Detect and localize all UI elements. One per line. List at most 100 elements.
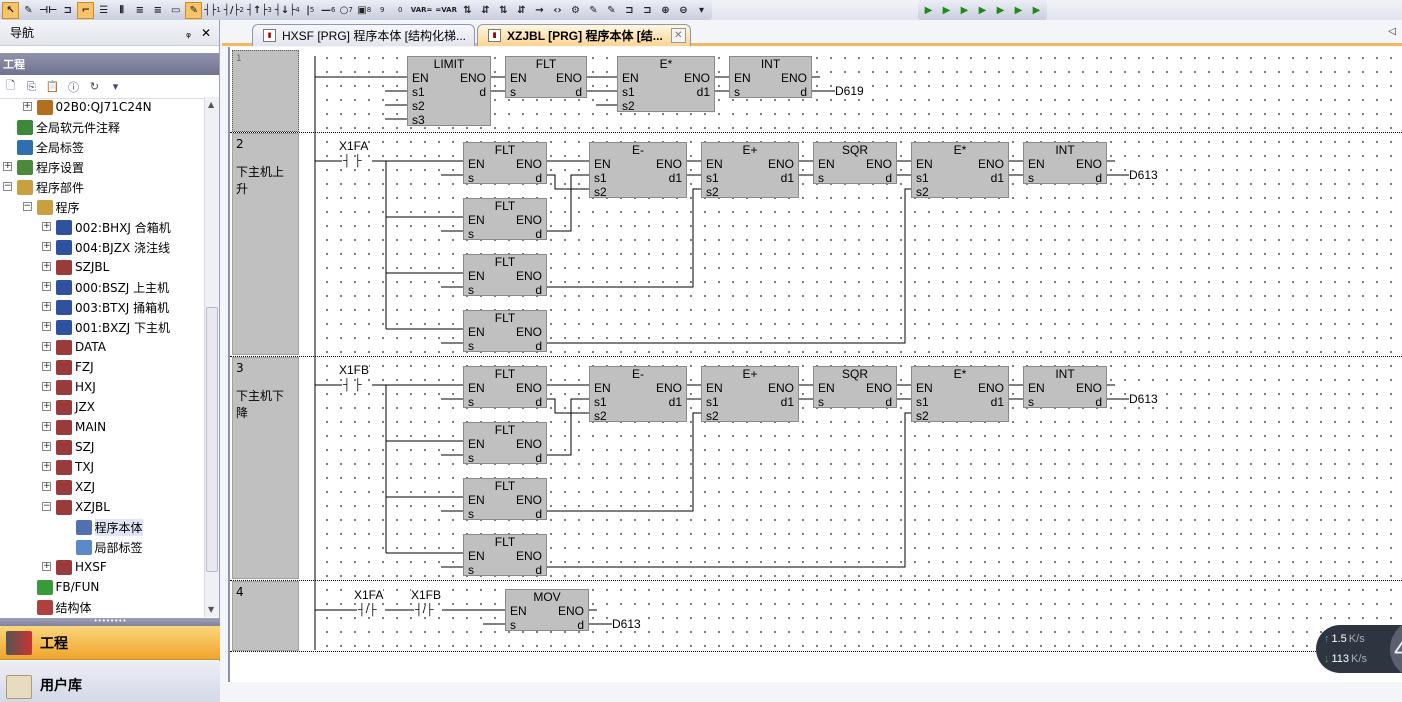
ladder-symbol-9-icon[interactable]: 9 <box>374 2 391 19</box>
tree-item[interactable]: FB/FUN <box>36 577 99 597</box>
paste-icon[interactable]: 📋 <box>45 80 60 93</box>
pulse-icon[interactable]: ▶ <box>960 4 969 16</box>
expand-icon[interactable]: + <box>42 301 51 311</box>
expand-icon[interactable]: + <box>42 481 51 491</box>
wave-icon[interactable]: ▶ <box>1014 4 1023 16</box>
ladder-symbol-2-icon[interactable]: ┤/├2 <box>223 2 245 19</box>
tree-item[interactable]: +SZJ <box>42 437 94 457</box>
probe-icon[interactable]: ▶ <box>978 4 987 16</box>
var-icon[interactable]: VAR= <box>410 6 433 14</box>
write-icon[interactable]: ✎ <box>24 4 33 16</box>
tab-scroll-left-icon[interactable]: ◁ <box>1388 26 1396 37</box>
collapse-icon[interactable]: − <box>3 181 12 191</box>
nc-contact[interactable]: ┤/├ <box>358 604 377 616</box>
ladder-symbol-5-icon[interactable]: |5 <box>302 2 319 19</box>
expand-icon[interactable]: + <box>42 461 51 471</box>
tree-item[interactable]: +001:BXZJ 下主机 <box>42 317 170 337</box>
wave2-icon[interactable]: ▶ <box>1032 4 1041 16</box>
tree-item[interactable]: +HXJ <box>42 377 96 397</box>
edit2-icon[interactable]: ✎ <box>607 4 616 16</box>
tree-item[interactable]: +FZJ <box>42 357 94 377</box>
tree-item[interactable]: +000:BSZJ 上主机 <box>42 277 169 297</box>
expand-icon[interactable]: + <box>42 281 51 291</box>
sampling-icon[interactable]: ▶ <box>942 4 951 16</box>
close-tab-icon[interactable]: ✕ <box>670 28 686 43</box>
tree-item[interactable]: 程序本体 <box>75 517 143 537</box>
tree-item[interactable]: +SZJBL <box>42 257 109 277</box>
ladder-symbol-1-icon[interactable]: ┤├1 <box>203 2 222 19</box>
parallel-icon[interactable]: ⫴ <box>119 4 124 16</box>
tree-item[interactable]: +DATA <box>42 337 106 357</box>
tree-item[interactable]: 局部标签 <box>75 537 143 557</box>
expand-icon[interactable]: + <box>42 381 51 391</box>
inv-icon[interactable]: ‹› <box>553 4 562 16</box>
edit-icon[interactable]: ✎ <box>589 4 598 16</box>
rise-inv-icon[interactable]: ⇅ <box>499 4 508 16</box>
tree-item[interactable]: +002:BHXJ 合箱机 <box>42 217 171 237</box>
tree-item[interactable]: +MAIN <box>42 417 106 437</box>
tree-item[interactable]: 全局软元件注释 <box>17 117 120 137</box>
pin-icon[interactable]: ᵩ <box>185 25 191 40</box>
expand-icon[interactable]: + <box>42 361 51 371</box>
zoom-out-icon[interactable]: ⊖ <box>679 4 688 16</box>
options-dropdown-icon[interactable]: ▾ <box>112 80 119 93</box>
copy-icon[interactable]: ⎘ <box>27 79 36 93</box>
wire2-icon[interactable]: ⊐ <box>643 4 652 16</box>
output-d613[interactable]: D613 <box>1129 392 1158 406</box>
tree-item[interactable]: −程序 <box>22 197 80 217</box>
toolbar-dropdown-icon[interactable]: ▾ <box>698 4 705 16</box>
arrow-icon[interactable]: → <box>535 4 544 16</box>
nc-contact[interactable]: ┤/├ <box>415 604 434 616</box>
rung-header-1[interactable]: 1 <box>232 50 299 132</box>
tree-item[interactable]: 全局标签 <box>17 137 84 157</box>
close-icon[interactable]: ✕ <box>200 25 211 40</box>
fb-icon[interactable]: ☰ <box>99 4 109 16</box>
tree-item[interactable]: +02B0:QJ71C24N <box>22 97 152 117</box>
expand-icon[interactable]: + <box>42 441 51 451</box>
wire-icon[interactable]: ⊐ <box>625 4 634 16</box>
ladder-symbol-8-icon[interactable]: ▣8 <box>356 2 373 19</box>
tree-item[interactable]: +TXJ <box>42 457 94 477</box>
expand-icon[interactable]: + <box>42 341 51 351</box>
tree-item[interactable]: +HXSF <box>42 557 107 577</box>
tree-item[interactable]: −程序部件 <box>3 177 84 197</box>
ladder-symbol-6-icon[interactable]: —6 <box>320 2 337 19</box>
tree-scrollbar[interactable]: ▲▼ <box>204 97 219 617</box>
rung-header-4[interactable]: 4 <box>232 581 299 651</box>
fall-inv-icon[interactable]: ⇵ <box>517 4 526 16</box>
tree-item[interactable]: +004:BJZX 浇注线 <box>42 237 170 257</box>
fall-icon[interactable]: ⇵ <box>481 4 490 16</box>
delete-row-icon[interactable]: ≡ <box>153 4 162 16</box>
no-contact[interactable]: ┤ ├ <box>343 155 362 167</box>
tree-item[interactable]: +003:BTXJ 捅箱机 <box>42 297 169 317</box>
panel-splitter[interactable]: •••••••• <box>0 618 220 626</box>
line-icon[interactable]: ⌐ <box>77 1 95 19</box>
expand-icon[interactable]: + <box>42 241 51 251</box>
ladder-symbol-0-icon[interactable]: 0 <box>392 2 409 19</box>
tree-item[interactable]: +JZX <box>42 397 95 417</box>
select-icon[interactable]: ↖ <box>2 1 19 19</box>
ladder-symbol-3-icon[interactable]: ┤↑├3 <box>246 2 273 19</box>
ladder-symbol-4-icon[interactable]: ┤↓├4 <box>274 2 301 19</box>
output-d619[interactable]: D619 <box>835 84 864 98</box>
expand-icon[interactable]: + <box>42 261 51 271</box>
